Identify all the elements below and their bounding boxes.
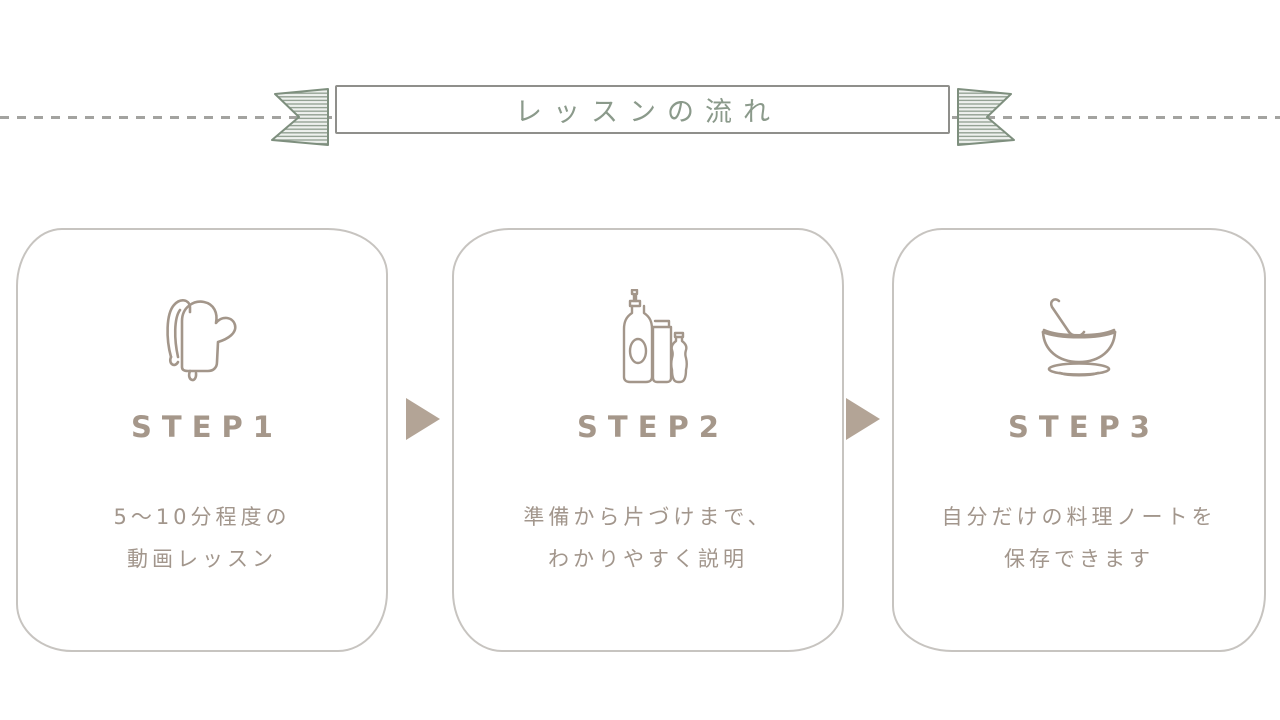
step3-description-line2: 保存できます [1004, 547, 1154, 571]
ribbon-left-end-icon [268, 88, 330, 146]
step3-description: 自分だけの料理ノートを 保存できます [942, 496, 1217, 580]
step2-card: STEP2 準備から片づけまで、 わかりやすく説明 [452, 228, 844, 652]
step3-label: STEP3 [1008, 410, 1160, 444]
ribbon-right-end-icon [956, 88, 1018, 146]
arrow-right-icon [846, 398, 880, 440]
oven-mitt-icon [156, 286, 248, 388]
step2-description-line1: 準備から片づけまで、 [523, 505, 773, 529]
title-banner: レッスンの流れ [335, 85, 950, 134]
step3-description-line1: 自分だけの料理ノートを [941, 505, 1217, 529]
step3-card: STEP3 自分だけの料理ノートを 保存できます [892, 228, 1266, 652]
arrow-right-icon [406, 398, 440, 440]
page-title: レッスンの流れ [515, 97, 781, 128]
step1-description-line1: 5〜10分程度の [113, 505, 291, 529]
mixing-bowl-icon [1031, 286, 1127, 388]
step2-description: 準備から片づけまで、 わかりやすく説明 [523, 496, 772, 580]
step2-label: STEP2 [577, 410, 729, 444]
step2-description-line2: わかりやすく説明 [547, 547, 748, 571]
step1-description-line2: 動画レッスン [127, 547, 277, 571]
bottles-icon [607, 286, 689, 388]
step1-card: STEP1 5〜10分程度の 動画レッスン [16, 228, 388, 652]
step1-label: STEP1 [131, 410, 283, 444]
step1-description: 5〜10分程度の 動画レッスン [113, 496, 290, 580]
